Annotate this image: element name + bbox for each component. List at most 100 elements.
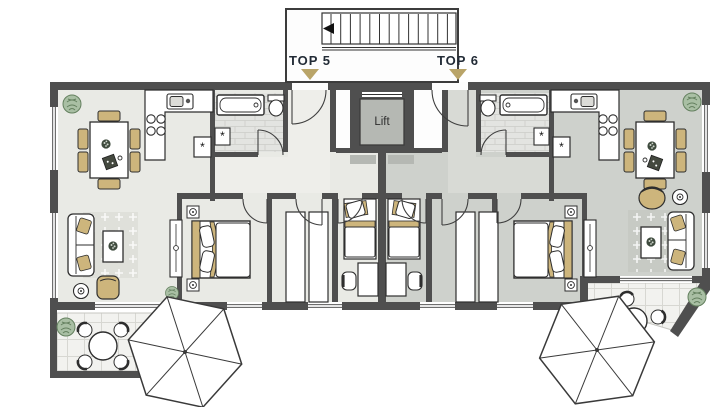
dining-chair-icon <box>643 110 667 122</box>
window <box>497 302 533 310</box>
desk-chair-icon <box>407 271 423 291</box>
unit6-living <box>583 186 695 278</box>
lift-label: Lift <box>374 116 390 128</box>
tray-icon <box>646 154 664 172</box>
window <box>308 302 342 310</box>
nightstand-icon <box>186 205 200 219</box>
plant-icon <box>62 94 82 114</box>
door-arc <box>401 198 427 224</box>
unit6-entry-opening <box>432 82 468 90</box>
wardrobe-icon <box>478 211 499 303</box>
doors <box>242 89 522 226</box>
kitchen-counter-icon <box>550 89 620 161</box>
umbrella-icon <box>127 295 243 407</box>
dishwasher-icon <box>552 136 571 158</box>
door-arc <box>337 198 363 224</box>
direction-arrow-icon <box>323 23 334 34</box>
appliance-marker: * <box>200 140 205 154</box>
stove-icon <box>146 114 166 136</box>
stairs-icon <box>321 12 457 51</box>
dining-chair-icon <box>77 151 89 173</box>
plant-icon <box>682 92 702 112</box>
unit5-closet <box>285 211 329 303</box>
nightstand-icon <box>564 205 578 219</box>
dining-chair-icon <box>675 128 687 150</box>
nightstand-icon <box>564 278 578 292</box>
sink-icon <box>570 93 598 110</box>
unit6-kitchen: * <box>550 89 620 161</box>
lift-car <box>359 98 405 146</box>
toilet-icon <box>267 94 285 117</box>
door-arc <box>257 129 284 156</box>
double-bed-icon <box>191 220 251 279</box>
unit6-kids-room <box>385 198 423 297</box>
terrace-chair-icon <box>649 308 667 326</box>
unit5-living <box>67 213 183 300</box>
dishwasher-icon <box>193 136 212 158</box>
unit5-kids-room <box>341 198 379 297</box>
stove-icon <box>598 114 618 136</box>
stool-icon <box>638 186 666 210</box>
window <box>702 105 710 172</box>
entry-marker-icon <box>449 69 467 80</box>
unit5-entry-opening <box>292 82 328 90</box>
plant-icon <box>647 141 657 151</box>
windows <box>50 105 710 310</box>
dining-table-icon <box>89 121 129 179</box>
sink-icon <box>166 93 194 110</box>
umbrella-icon <box>538 295 656 405</box>
door-arc <box>441 198 469 226</box>
window <box>227 302 262 310</box>
unit6-dining <box>623 92 702 190</box>
dining-chair-icon <box>129 151 141 173</box>
single-bed-icon <box>343 198 377 260</box>
floor-lamp-icon <box>671 188 689 206</box>
unit5-hall-floor <box>215 90 330 193</box>
appliance-marker: * <box>539 129 544 143</box>
door-arc <box>291 89 327 125</box>
dining-chair-icon <box>675 151 687 173</box>
door-arc <box>242 198 268 224</box>
unit6-label-group: TOP 6 <box>437 53 479 80</box>
window <box>620 276 692 283</box>
wardrobe-icon <box>308 211 329 303</box>
wardrobe-icon <box>455 211 476 303</box>
coffee-table-icon <box>640 226 662 259</box>
desk-icon <box>357 262 379 297</box>
single-bed-icon <box>387 198 421 260</box>
toilet-icon <box>479 94 497 117</box>
unit6-bedroom <box>513 205 578 292</box>
nightstand-icon <box>186 278 200 292</box>
entry-marker-icon <box>301 69 319 80</box>
window <box>702 213 710 268</box>
unit6-label: TOP 6 <box>437 53 479 68</box>
desk-icon <box>385 262 407 297</box>
unit6-hall-floor <box>448 90 549 193</box>
entry-mat <box>350 155 376 164</box>
unit6-bathroom: * <box>479 94 550 146</box>
floor-lamp-icon <box>72 282 90 300</box>
tv-board-icon <box>169 219 183 278</box>
dining-chair-icon <box>623 151 635 173</box>
unit5-label: TOP 5 <box>289 53 331 68</box>
entry-mat <box>388 155 414 164</box>
window <box>50 213 58 298</box>
appliance-marker: * <box>559 140 564 154</box>
plant-icon <box>101 139 111 149</box>
wardrobe-icon <box>285 211 306 303</box>
appliance-marker: * <box>220 129 225 143</box>
unit5-label-group: TOP 5 <box>289 53 331 80</box>
sofa-icon <box>67 213 95 277</box>
door-arc <box>480 129 507 156</box>
kitchen-counter-icon <box>144 89 214 161</box>
plant-icon <box>687 287 707 307</box>
dining-chair-icon <box>623 128 635 150</box>
washing-machine-icon <box>533 127 550 146</box>
terrace-table-icon <box>88 331 118 361</box>
dining-chair-icon <box>129 128 141 150</box>
coffee-table-icon <box>102 230 124 263</box>
dining-chair-icon <box>77 128 89 150</box>
bathtub-icon <box>216 94 265 116</box>
